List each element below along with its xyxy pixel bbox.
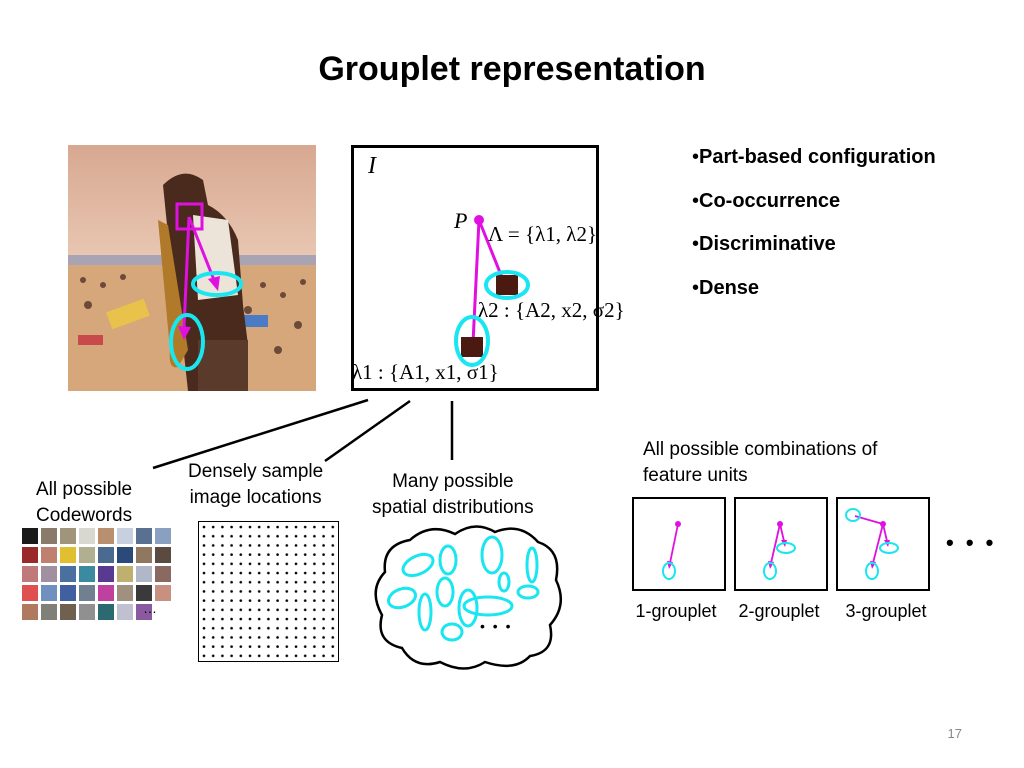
grouplet-2-diagram <box>734 497 828 591</box>
codewords-label: All possible Codewords <box>36 477 132 529</box>
spatial-distribution-cloud <box>374 525 563 670</box>
image-label: I <box>368 153 376 179</box>
grouplet-1-diagram <box>632 497 726 591</box>
spatial-distributions-label: Many possible spatial distributions <box>372 469 534 521</box>
spatial-label-line1: Many possible <box>392 471 514 492</box>
dense-sample-label-line2: image locations <box>189 487 322 508</box>
codewords-label-line1: All possible <box>36 479 133 500</box>
bullet-item: Discriminative <box>692 230 936 274</box>
slide-title: Grouplet representation <box>318 50 706 88</box>
codeword-patches <box>22 528 171 620</box>
dense-sample-grid <box>198 521 339 662</box>
combinations-label: All possible combinations of feature uni… <box>643 437 877 489</box>
grouplet-3-diagram <box>836 497 930 591</box>
model-diagram <box>351 145 599 391</box>
grouplet-2-label: 2-grouplet <box>738 601 820 621</box>
page-number: 17 <box>947 726 962 741</box>
grouplet-1-label: 1-grouplet <box>635 601 717 621</box>
point-label: P <box>454 208 468 233</box>
grouplet-3-label: 3-grouplet <box>845 601 927 621</box>
feature-bullets: Part-based configuration Co-occurrence D… <box>692 143 936 317</box>
spatial-label-line2: spatial distributions <box>372 497 534 518</box>
lambda1-definition: λ1 : {A1, x1, σ1} <box>352 360 499 384</box>
saxophone-photo <box>68 145 316 391</box>
codewords-label-line2: Codewords <box>36 505 133 526</box>
lambda-set-formula: Λ = {λ1, λ2} <box>488 222 598 246</box>
dense-sample-label: Densely sample image locations <box>188 459 323 511</box>
combinations-label-line1: All possible combinations of <box>643 439 878 460</box>
bullet-item: Dense <box>692 274 936 318</box>
dense-sample-label-line1: Densely sample <box>188 461 324 482</box>
grouplets-ellipsis: • • • <box>946 530 997 555</box>
lambda2-definition: λ2 : {A2, x2, σ2} <box>478 298 625 322</box>
spatial-ellipsis: • • • <box>480 618 513 634</box>
bullet-item: Co-occurrence <box>692 187 936 231</box>
combinations-label-line2: feature units <box>643 465 748 486</box>
codewords-ellipsis: … <box>143 600 157 616</box>
bullet-item: Part-based configuration <box>692 143 936 187</box>
